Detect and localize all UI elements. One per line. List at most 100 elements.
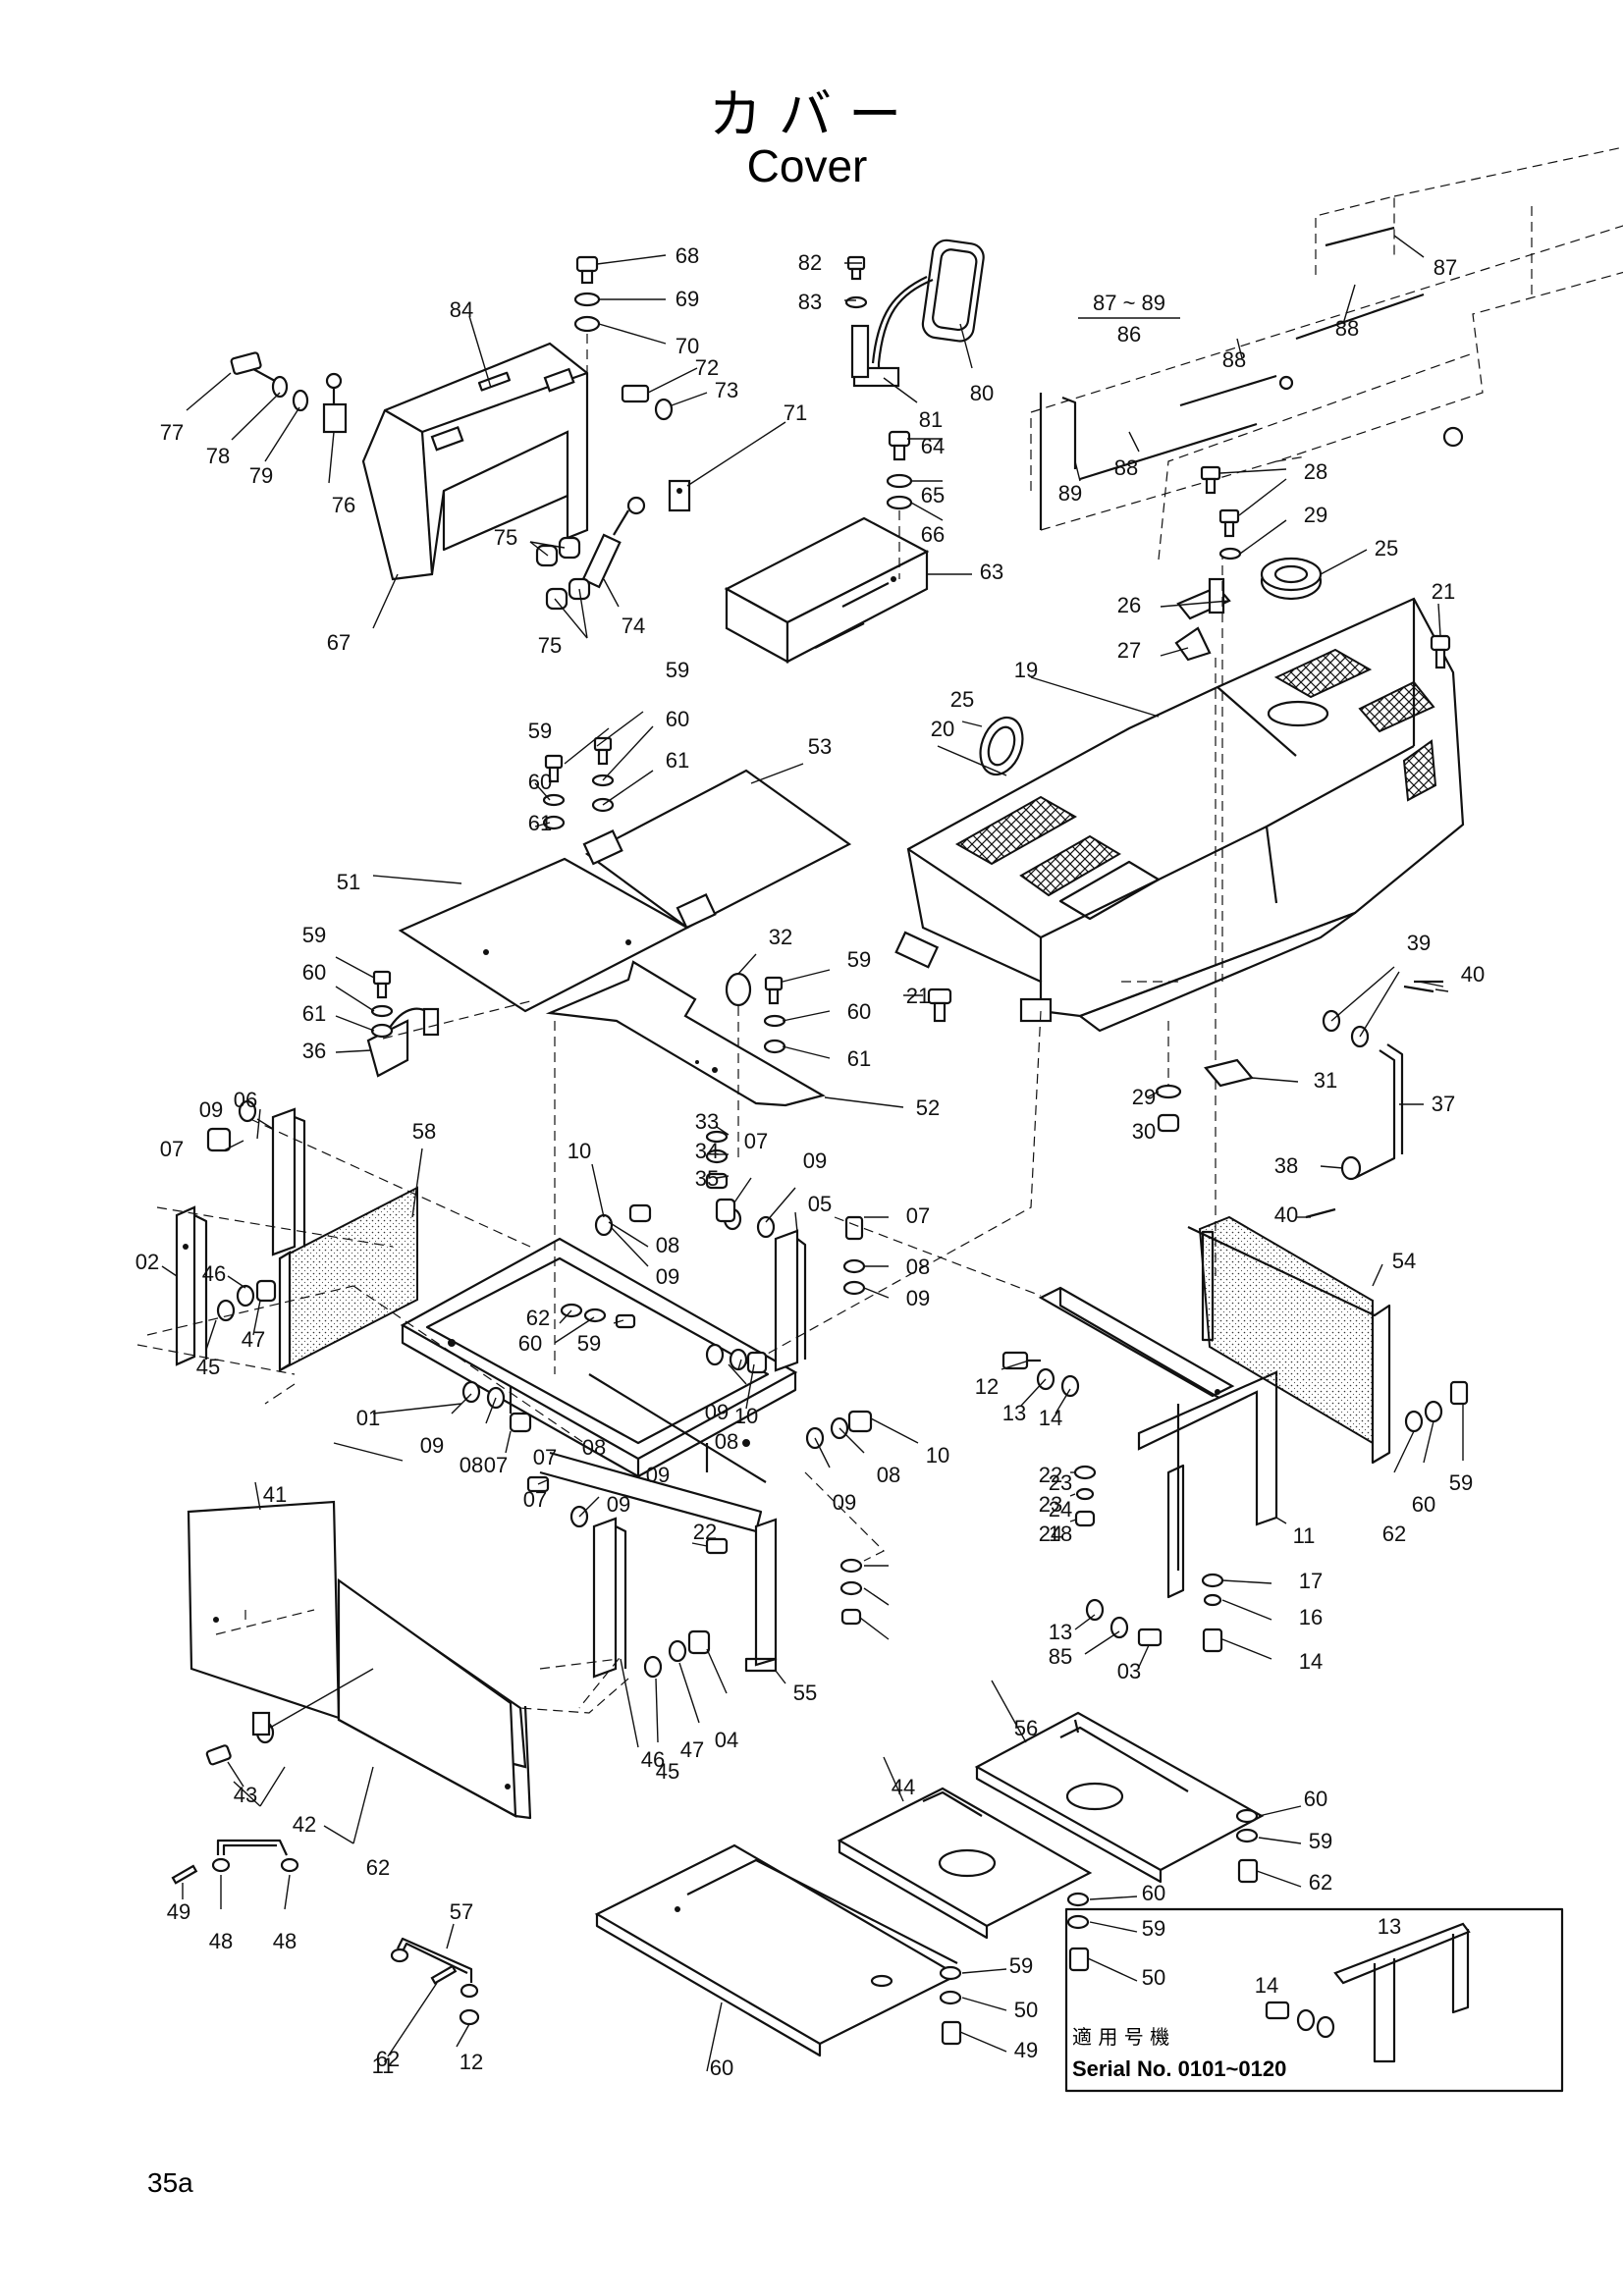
callout-45: 45 bbox=[196, 1355, 220, 1379]
callout-60: 60 bbox=[1142, 1881, 1165, 1905]
callout-60: 60 bbox=[710, 2056, 733, 2080]
callout-32: 32 bbox=[769, 925, 792, 949]
callout-48: 48 bbox=[273, 1929, 297, 1953]
rod-37-pins bbox=[1305, 980, 1443, 1219]
panels-41-42 bbox=[187, 1500, 532, 1820]
panel-58 bbox=[278, 1186, 418, 1372]
callout-69: 69 bbox=[676, 287, 699, 311]
leg-03 bbox=[592, 1517, 627, 1679]
callout-46: 46 bbox=[202, 1261, 226, 1286]
callout-23: 23 bbox=[1049, 1470, 1072, 1495]
base-frame-01 bbox=[400, 1237, 798, 1533]
floor-panel-57 bbox=[594, 1843, 960, 2057]
floor-panel-56 bbox=[837, 1787, 1093, 1940]
callout-59: 59 bbox=[528, 719, 552, 743]
callout-60: 60 bbox=[1412, 1492, 1435, 1517]
callout-79: 79 bbox=[249, 463, 273, 488]
callout-14: 14 bbox=[1039, 1406, 1062, 1430]
callout-77: 77 bbox=[160, 420, 184, 445]
cap-25-top bbox=[1260, 557, 1323, 601]
callout-09: 09 bbox=[420, 1433, 444, 1458]
callout-42: 42 bbox=[293, 1812, 316, 1837]
callout-63: 63 bbox=[980, 560, 1003, 584]
callout-60: 60 bbox=[518, 1331, 542, 1356]
callout-05: 05 bbox=[808, 1192, 832, 1216]
callout-67: 67 bbox=[327, 630, 351, 655]
callout-07: 07 bbox=[484, 1453, 508, 1477]
frame-hardware bbox=[206, 1099, 873, 1679]
callout-09: 09 bbox=[646, 1463, 670, 1487]
callout-52: 52 bbox=[916, 1095, 940, 1120]
callout-88: 88 bbox=[1335, 316, 1359, 341]
leg-06 bbox=[271, 1107, 306, 1256]
hardware-22-23-24-right bbox=[1073, 1465, 1097, 1527]
callout-53: 53 bbox=[808, 734, 832, 759]
hardware-16-17-18 bbox=[1201, 1573, 1224, 1653]
callout-47: 47 bbox=[242, 1327, 265, 1352]
title-japanese: カ バ ー bbox=[709, 83, 901, 145]
callout-64: 64 bbox=[921, 434, 945, 458]
callout-04: 04 bbox=[715, 1728, 738, 1752]
callout-09: 09 bbox=[607, 1492, 630, 1517]
knob-32 bbox=[725, 972, 752, 1158]
callout-75: 75 bbox=[538, 633, 562, 658]
callout-14: 14 bbox=[1255, 1973, 1278, 1998]
bolt-72-73-71 bbox=[621, 384, 691, 512]
callout-22: 22 bbox=[1039, 1463, 1062, 1487]
callout-62: 62 bbox=[1382, 1522, 1406, 1546]
callout-09: 09 bbox=[705, 1400, 729, 1424]
callout-29: 29 bbox=[1304, 503, 1327, 527]
callout-73: 73 bbox=[715, 378, 738, 402]
group-parent: 86 bbox=[1117, 322, 1141, 347]
callout-07: 07 bbox=[523, 1487, 547, 1512]
callout-10: 10 bbox=[734, 1404, 758, 1428]
washer-29-nut-30 bbox=[1155, 1021, 1182, 1133]
callout-03: 03 bbox=[1117, 1659, 1141, 1683]
callout-60: 60 bbox=[302, 960, 326, 985]
callout-21: 21 bbox=[906, 984, 930, 1008]
callout-44: 44 bbox=[892, 1775, 915, 1799]
callout-66: 66 bbox=[921, 522, 945, 547]
callout-49: 49 bbox=[1014, 2038, 1038, 2062]
callout-36: 36 bbox=[302, 1039, 326, 1063]
callout-72: 72 bbox=[695, 355, 719, 380]
group-range: 87 ~ 89 bbox=[1093, 291, 1165, 315]
callout-11: 11 bbox=[1293, 1523, 1316, 1548]
engine-hood bbox=[894, 597, 1465, 1033]
bolts-28-29 bbox=[1200, 465, 1242, 561]
callout-59: 59 bbox=[1142, 1916, 1165, 1941]
callout-06: 06 bbox=[234, 1088, 257, 1112]
callout-62: 62 bbox=[1309, 1870, 1332, 1895]
callout-60: 60 bbox=[847, 999, 871, 1024]
callout-49: 49 bbox=[167, 1899, 190, 1924]
panel-53 bbox=[582, 769, 852, 930]
callout-18: 18 bbox=[1049, 1522, 1072, 1546]
callout-59: 59 bbox=[1309, 1829, 1332, 1853]
callout-58: 58 bbox=[412, 1119, 436, 1144]
callout-08: 08 bbox=[877, 1463, 900, 1487]
bolts-right-12-14 bbox=[1001, 1351, 1080, 1398]
callout-56: 56 bbox=[1014, 1716, 1038, 1740]
callout-89: 89 bbox=[1058, 481, 1082, 506]
callout-39: 39 bbox=[1407, 931, 1431, 955]
callout-13: 13 bbox=[1049, 1620, 1072, 1644]
callout-29: 29 bbox=[1132, 1085, 1156, 1109]
callout-13: 13 bbox=[1002, 1401, 1026, 1425]
callout-57: 57 bbox=[450, 1899, 473, 1924]
callout-34: 34 bbox=[695, 1139, 719, 1163]
bracket-31 bbox=[1204, 1058, 1254, 1088]
callout-labels: 6869708472737177787976757574678283818087… bbox=[135, 243, 1485, 2080]
callout-20: 20 bbox=[931, 717, 954, 741]
bolts-59-60-61-set bbox=[370, 736, 786, 1054]
handle-48-right bbox=[390, 1937, 480, 2026]
leg-04 bbox=[744, 1518, 778, 1673]
damper-74-75 bbox=[535, 496, 646, 611]
callout-84: 84 bbox=[450, 297, 473, 322]
callout-26: 26 bbox=[1117, 593, 1141, 617]
panel-52 bbox=[545, 960, 826, 1107]
callout-54: 54 bbox=[1392, 1249, 1416, 1273]
callout-78: 78 bbox=[206, 444, 230, 468]
callout-62: 62 bbox=[376, 2047, 400, 2071]
callout-23: 23 bbox=[1039, 1492, 1062, 1517]
